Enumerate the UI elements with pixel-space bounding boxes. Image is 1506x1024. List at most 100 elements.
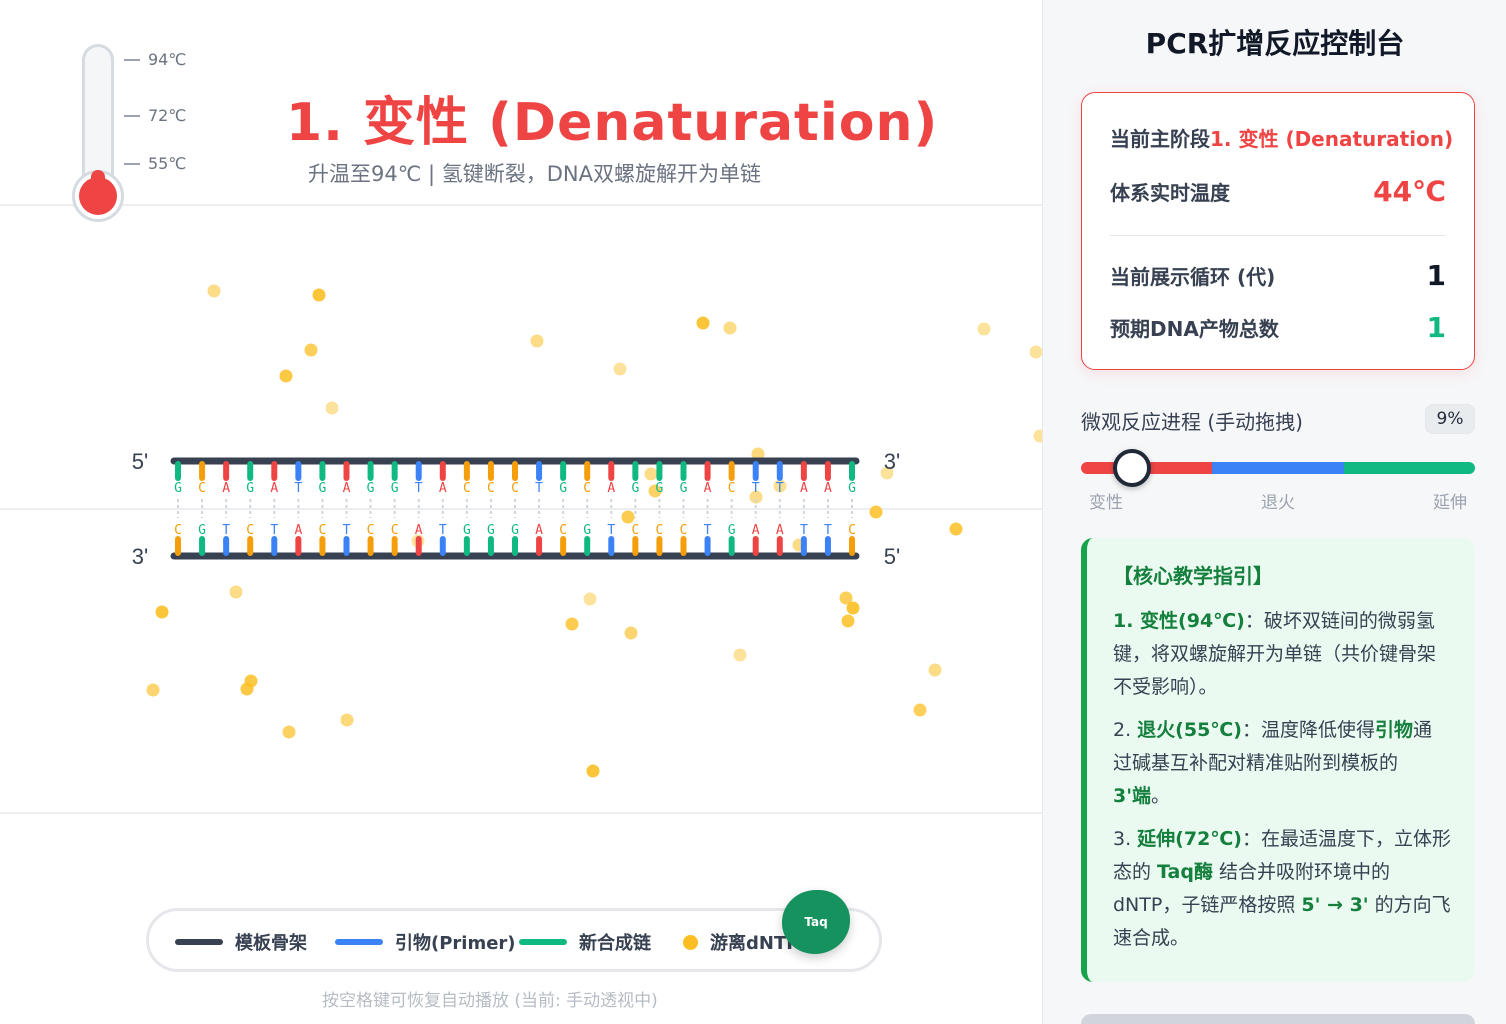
product-label: 预期DNA产物总数	[1110, 317, 1279, 341]
dntp-particle	[913, 703, 927, 717]
base-letter-top: A	[270, 481, 278, 496]
base-bar-top	[776, 461, 783, 481]
base-bar-bottom	[199, 536, 206, 556]
base-letter-bottom: A	[776, 523, 784, 538]
guide-step-extend: 3. 延伸(72℃)：在最适温度下，立体形态的 Taq酶 结合并吸附环境中的dN…	[1113, 823, 1451, 955]
legend-label-dntp: 游离dNTP	[710, 933, 800, 954]
cycle-label: 当前展示循环 (代)	[1110, 265, 1276, 289]
base-bar-bottom	[343, 536, 350, 556]
tick-72-label: 72℃	[148, 106, 187, 125]
guide-title: 【核心教学指引】	[1113, 564, 1273, 588]
dntp-particles	[146, 284, 1042, 778]
base-letter-top: A	[704, 481, 712, 496]
base-letter-bottom: G	[463, 523, 471, 538]
dntp-particle	[1029, 345, 1042, 359]
dntp-particle	[841, 614, 855, 628]
base-letter-bottom: C	[631, 523, 639, 538]
base-bar-top	[752, 461, 759, 481]
base-letter-bottom: C	[391, 523, 399, 538]
dntp-particle	[749, 490, 763, 504]
base-letter-top: G	[631, 481, 639, 496]
guide-step-extend-num: 3.	[1113, 828, 1138, 850]
dntp-particle	[304, 343, 318, 357]
dntp-particle	[1033, 429, 1042, 443]
legend-label-template: 模板骨架	[235, 933, 307, 954]
base-letter-bottom: A	[415, 523, 423, 538]
dntp-particle	[880, 466, 894, 480]
divider-bottom	[0, 812, 1042, 814]
base-letter-top: T	[415, 481, 423, 496]
dntp-particle	[229, 585, 243, 599]
guide-step-extend-text: ：在最适温度下，立体形态的	[1113, 828, 1452, 883]
guide-step-anneal-head: 退火(55℃)	[1137, 719, 1242, 741]
base-bar-top	[343, 461, 350, 481]
base-letter-top: G	[367, 481, 375, 496]
dntp-particle	[565, 617, 579, 631]
base-bar-bottom	[560, 536, 567, 556]
base-bar-bottom	[608, 536, 615, 556]
dntp-particle	[723, 321, 737, 335]
base-bar-bottom	[849, 536, 855, 556]
legend-item-dntp: 游离dNTP	[683, 929, 799, 955]
end-label-bottom-left: 3'	[132, 544, 148, 569]
legend-item-template: 模板骨架	[175, 929, 307, 955]
guide-step-anneal-text2: 通过碱基互补配对精准贴附到模板的	[1113, 719, 1433, 774]
base-bar-bottom	[463, 536, 470, 556]
base-bar-top	[656, 461, 663, 481]
base-letter-bottom: T	[222, 523, 230, 538]
status-row-phase: 当前主阶段 1. 变性 (Denaturation)	[1110, 123, 1453, 152]
status-row-temperature: 体系实时温度 44℃	[1110, 175, 1446, 208]
dntp-particle	[340, 713, 354, 727]
base-bar-top	[439, 461, 446, 481]
reaction-stage: 94℃ 72℃ 55℃ 1. 变性 (Denaturation) 升温至94℃ …	[0, 44, 1042, 1011]
base-letter-bottom: T	[607, 523, 615, 538]
base-bar-top	[175, 461, 181, 481]
temperature-label: 体系实时温度	[1110, 181, 1230, 205]
dntp-particle	[977, 322, 991, 336]
base-letter-bottom: A	[752, 523, 760, 538]
divider-top	[0, 204, 1042, 206]
panel-action-button[interactable]	[1081, 1014, 1475, 1024]
control-panel: PCR扩增反应控制台 当前主阶段 1. 变性 (Denaturation) 体系…	[1042, 0, 1506, 1024]
base-letter-top: G	[656, 481, 664, 496]
base-bar-top	[800, 461, 807, 481]
base-bar-top	[487, 461, 494, 481]
product-value: 1	[1426, 311, 1446, 344]
guide-step-anneal-end: 。	[1151, 785, 1171, 807]
base-letter-bottom: G	[583, 523, 591, 538]
base-letter-bottom: A	[535, 523, 543, 538]
dntp-particle	[733, 648, 747, 662]
base-bar-top	[463, 461, 470, 481]
base-letter-bottom: C	[246, 523, 254, 538]
base-letter-top: T	[752, 481, 760, 496]
base-bar-top	[560, 461, 567, 481]
base-letter-top: C	[487, 481, 495, 496]
base-letter-top: A	[607, 481, 615, 496]
base-bar-top	[512, 461, 518, 481]
base-bar-bottom	[656, 536, 663, 556]
base-letter-top: A	[439, 481, 447, 496]
base-bar-bottom	[512, 536, 518, 556]
guide-step-denature: 1. 变性(94℃)：破坏双链间的微弱氢键，将双螺旋解开为单链（共价键骨架不受影…	[1113, 605, 1451, 704]
base-letter-top: C	[463, 481, 471, 496]
progress-slider-thumb[interactable]	[1113, 449, 1152, 487]
dntp-particle	[155, 605, 169, 619]
base-letter-top: C	[511, 481, 519, 496]
base-bar-top	[824, 461, 831, 481]
base-bar-bottom	[367, 536, 374, 556]
legend-swatch-template	[175, 939, 223, 945]
dntp-particle	[279, 369, 293, 383]
dntp-particle	[846, 601, 860, 615]
base-bar-top	[632, 461, 639, 481]
dntp-particle	[624, 626, 638, 640]
guide-step-extend-end: 的方向飞速合成。	[1113, 894, 1451, 949]
base-letter-top: G	[319, 481, 327, 496]
base-letter-bottom: C	[680, 523, 688, 538]
base-bar-bottom	[439, 536, 446, 556]
base-bar-bottom	[704, 536, 711, 556]
base-bar-bottom	[800, 536, 807, 556]
dntp-particle	[751, 447, 765, 461]
dntp-particle	[207, 284, 221, 298]
legend-item-new-strand: 新合成链	[519, 929, 651, 955]
cycle-value: 1	[1426, 259, 1446, 292]
